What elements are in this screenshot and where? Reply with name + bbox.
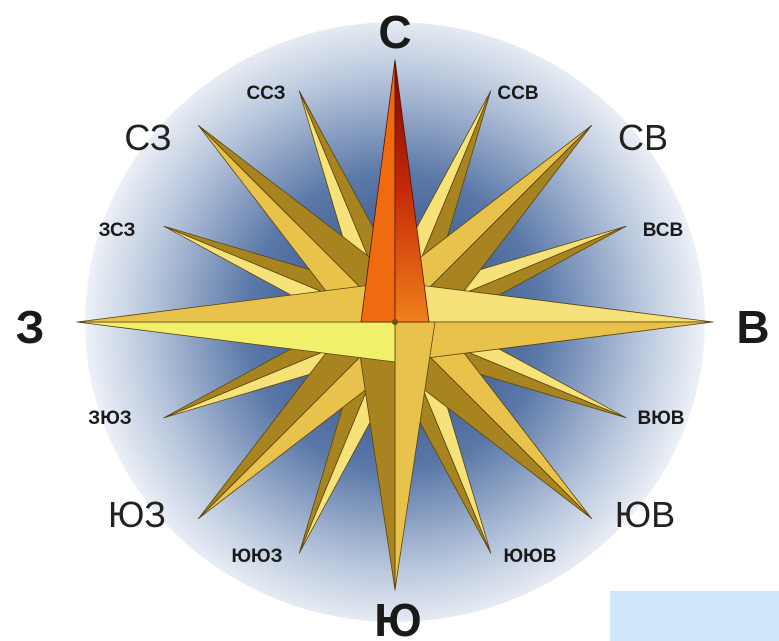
label-sse: ЮЮВ [504,546,557,567]
label-wsw: ЗЮЗ [88,408,131,429]
corner-overlay-box [610,591,779,641]
label-south: Ю [374,594,421,641]
label-east: В [736,301,769,353]
label-southwest: ЮЗ [108,494,166,535]
label-north: С [378,6,411,58]
label-wnw: ЗСЗ [99,220,136,241]
label-northwest: СЗ [124,117,171,158]
label-ssw: ЮЮЗ [231,546,282,567]
label-nne: ССВ [497,83,538,104]
label-ese: ВЮВ [637,408,684,429]
label-west: З [16,301,45,353]
compass-center-hub [392,319,398,325]
label-nnw: ССЗ [246,83,285,104]
label-northeast: СВ [618,117,668,158]
label-southeast: ЮВ [615,494,675,535]
label-ene: ВСВ [643,220,683,241]
